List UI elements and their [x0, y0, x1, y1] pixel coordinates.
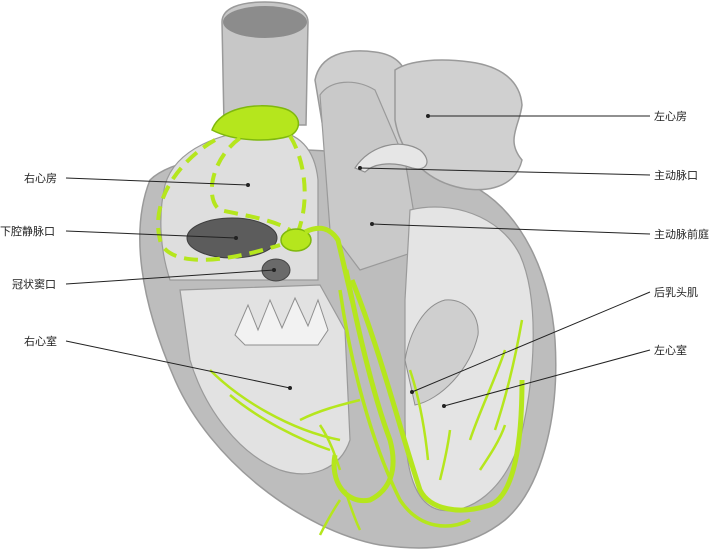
dot-right-atrium	[246, 183, 250, 187]
internodal-pathway-2	[209, 136, 292, 232]
dot-aortic-orifice	[358, 166, 362, 170]
leader-papillary	[411, 291, 651, 393]
left-bundle-branch	[349, 279, 525, 513]
dot-coronary-sinus	[272, 268, 276, 272]
label-right-ventricle: 右心室	[24, 334, 57, 348]
left-bundle-branch-inner	[338, 289, 471, 528]
label-posterior-papillary-muscle: 后乳头肌	[654, 286, 698, 299]
dot-left-ventricle	[442, 404, 446, 408]
label-aortic-vestibule: 主动脉前庭	[654, 227, 709, 241]
leader-aortic-vestibule	[371, 223, 651, 235]
label-left-atrium: 左心房	[654, 110, 687, 123]
sinoatrial-node	[211, 105, 300, 141]
label-coronary-sinus-opening: 冠状窦口	[12, 277, 56, 291]
leader-ivc	[65, 230, 237, 239]
internodal-pathway-3	[288, 134, 307, 233]
leader-right-ventricle	[65, 340, 291, 389]
leader-coronary-sinus	[65, 269, 275, 285]
aortic-valve-cusp	[354, 143, 428, 173]
svc-opening	[223, 6, 307, 38]
label-right-atrium: 右心房	[24, 171, 57, 185]
leader-left-ventricle	[443, 349, 651, 407]
label-aortic-orifice: 主动脉口	[654, 168, 698, 182]
dot-aortic-vestibule	[370, 222, 374, 226]
dot-papillary	[410, 390, 414, 394]
papillary-muscle	[404, 299, 479, 406]
label-left-ventricle: 左心室	[654, 343, 687, 357]
label-ivc-opening: 下腔静脉口	[0, 224, 55, 238]
leader-lines	[65, 115, 651, 407]
atrioventricular-node	[280, 228, 312, 252]
purkinje-fibers-right	[209, 369, 362, 536]
tricuspid-valve	[234, 296, 329, 346]
dot-ivc	[234, 236, 238, 240]
dot-left-atrium	[426, 114, 430, 118]
dot-right-ventricle	[288, 386, 292, 390]
leader-aortic-orifice	[359, 167, 651, 176]
aortic-vestibule	[319, 81, 421, 271]
leader-dots	[234, 114, 446, 408]
purkinje-fibers-left	[408, 319, 524, 481]
internodal-pathway-1	[156, 138, 281, 262]
leader-right-atrium	[65, 177, 249, 186]
bundle-of-his	[303, 225, 355, 301]
